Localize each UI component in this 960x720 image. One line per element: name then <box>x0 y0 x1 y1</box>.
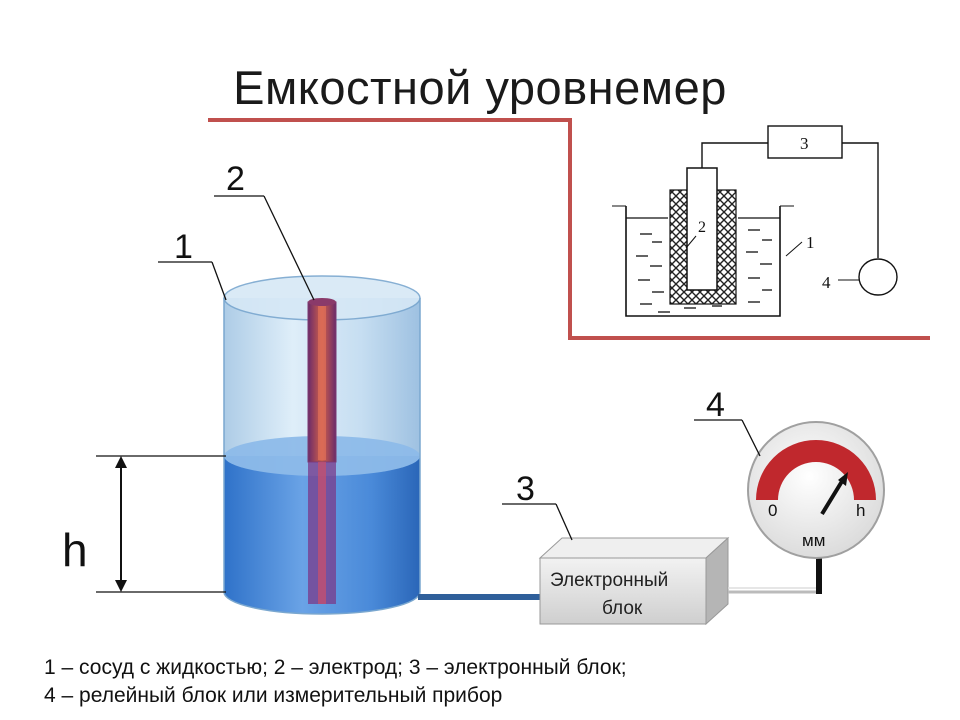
unit-callout-label: 3 <box>516 470 535 508</box>
schematic-diagram: 2 3 4 1 <box>612 125 898 317</box>
schematic-vessel-label: 1 <box>806 233 815 252</box>
gauge-min: 0 <box>768 501 777 520</box>
height-label: h <box>62 524 88 576</box>
page-title: Емкостной уровнемер <box>233 61 727 114</box>
callout-4 <box>694 419 761 457</box>
height-indicator <box>96 455 226 593</box>
electrode-label: 2 <box>226 160 245 198</box>
gauge-arc <box>756 440 876 500</box>
gauge-max: h <box>856 501 865 520</box>
schematic-unit-label: 3 <box>800 134 809 153</box>
schematic-electrode-label: 2 <box>698 219 706 236</box>
caption-line-1: 1 – сосуд с жидкостью; 2 – электрод; 3 –… <box>44 656 627 679</box>
electronic-unit-line1: Электронный <box>550 570 668 591</box>
electronic-unit: Электронный блок <box>538 536 730 626</box>
schematic-frame-line <box>208 118 930 340</box>
electrode <box>307 298 337 604</box>
gauge: 0 h мм <box>747 421 885 559</box>
callout-3 <box>502 503 573 541</box>
schematic-meter-label: 4 <box>822 273 831 292</box>
vessel <box>223 275 542 615</box>
electronic-unit-line2: блок <box>602 598 643 619</box>
meter-callout-label: 4 <box>706 386 725 424</box>
caption-line-2: 4 – релейный блок или измерительный приб… <box>44 684 503 707</box>
callout-2 <box>214 195 315 301</box>
gauge-unit: мм <box>802 531 825 550</box>
vessel-label: 1 <box>174 228 193 266</box>
gauge-needle <box>820 476 846 516</box>
callout-1 <box>158 261 227 301</box>
